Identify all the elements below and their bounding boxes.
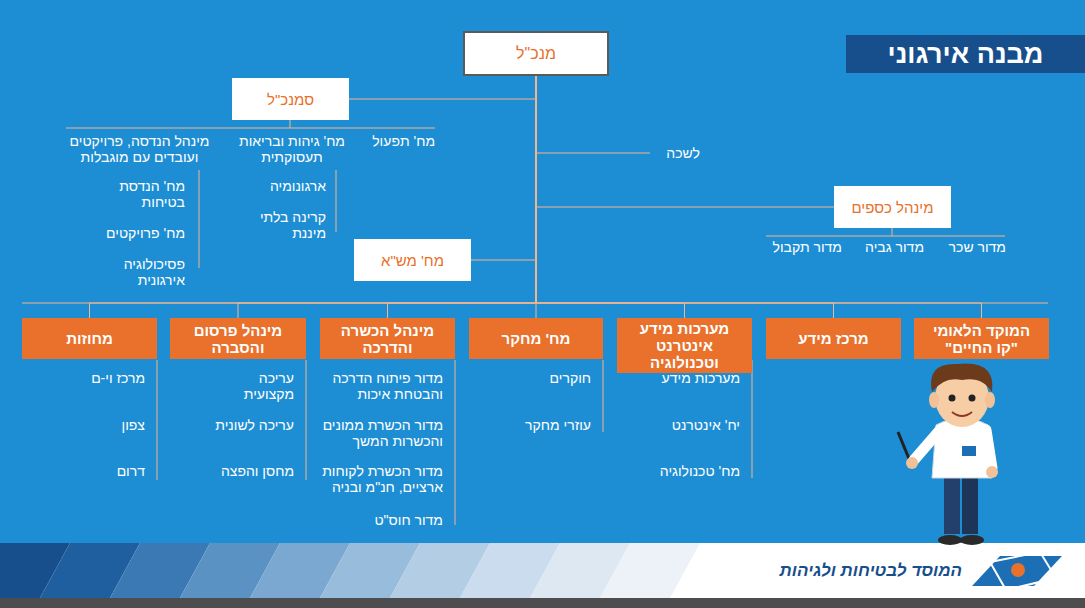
- unit-label: עוזרי מחקר: [481, 417, 591, 433]
- logo-text: המוסד לבטיחות ולגיהות: [762, 561, 962, 581]
- unit-label: חוקרים: [481, 370, 591, 386]
- department-box: מח' מחקר: [469, 318, 603, 359]
- org-connector: [90, 76, 537, 318]
- department-box: המוקד הלאומי "קו החיים": [914, 318, 1049, 359]
- box-text: המוקד הלאומי "קו החיים": [922, 322, 1041, 356]
- unit-label: ארגונומיה: [236, 178, 326, 194]
- unit-label: מדור חוס"ט: [315, 512, 443, 528]
- unit-label: מדור תקבול: [762, 239, 842, 255]
- org-connector: [536, 76, 834, 318]
- title-text: מבנה אירגוני: [888, 39, 1044, 70]
- box-text: מינהל פרסום והסברה: [178, 322, 298, 356]
- unit-label: מח' הנדסת בטיחות: [103, 178, 185, 210]
- unit-label: מח' טכנולוגיה: [620, 463, 740, 479]
- unit-label: מרכז וי-ם: [45, 370, 145, 386]
- org-connector: [349, 76, 536, 99]
- department-box: מינהל הכשרה והדרכה: [320, 318, 455, 359]
- management-box: סמנכ"ל: [232, 78, 349, 120]
- box-text: מחוזות: [66, 330, 113, 347]
- presenter-figure: [898, 364, 998, 545]
- department-box: מינהל פרסום והסברה: [170, 318, 306, 359]
- management-box: מינהל כספים: [834, 186, 951, 228]
- unit-label: יח' אינטרנט: [620, 417, 740, 433]
- unit-label: מח' תפעול: [355, 133, 435, 149]
- org-connector: [536, 76, 834, 207]
- management-box: מח' מש"א: [354, 239, 471, 281]
- box-text: סמנכ"ל: [267, 91, 314, 108]
- unit-label: מחסן והפצה: [184, 463, 294, 479]
- unit-label: מדור הכשרת לקוחות ארציים, חנ"מ ובניה: [315, 463, 443, 495]
- unit-label: מח' פרויקטים: [85, 225, 185, 241]
- unit-label: עריכה לשונית: [184, 417, 294, 433]
- org-connector: [536, 76, 982, 318]
- footer-band: [0, 543, 1085, 608]
- org-connector: [471, 76, 536, 260]
- department-box: מרכז מידע: [766, 318, 901, 359]
- org-connector: [388, 76, 537, 318]
- box-text: מח' מש"א: [381, 252, 444, 269]
- box-text: מינהל הכשרה והדרכה: [328, 322, 447, 356]
- management-box: מנכ"ל: [463, 31, 609, 76]
- logo: [972, 552, 1062, 590]
- unit-label: צפון: [45, 417, 145, 433]
- unit-label: מינהל הנדסה, פרויקטים ועובדים עם מוגבלות: [57, 133, 222, 165]
- unit-label: פסיכולוגיה אירגונית: [97, 256, 185, 288]
- unit-label: מדור הכשרת ממונים והכשרות המשך: [315, 417, 443, 449]
- department-box: מערכות מידע אינטרנט וטכנולוגיה: [617, 318, 752, 373]
- unit-label: קרינה בלתי מיננת: [246, 209, 326, 241]
- unit-label: מדור פיתוח הדרכה והבטחת איכות: [315, 370, 443, 402]
- box-text: מערכות מידע אינטרנט וטכנולוגיה: [625, 320, 744, 371]
- unit-label: מדור שכר: [936, 239, 1006, 255]
- box-text: מח' מחקר: [502, 330, 571, 347]
- unit-label: לשכה: [650, 145, 700, 161]
- title-band: מבנה אירגוני: [846, 35, 1085, 73]
- box-text: מינהל כספים: [851, 199, 933, 216]
- leader-lines: [22, 120, 1048, 525]
- unit-label: מערכות מידע: [620, 370, 740, 386]
- box-text: מרכז מידע: [798, 330, 868, 347]
- box-text: מנכ"ל: [516, 45, 556, 63]
- unit-label: מדור גביה: [854, 239, 924, 255]
- unit-label: עריכה מקצועית: [222, 370, 294, 402]
- department-box: מחוזות: [22, 318, 157, 359]
- org-connector: [536, 76, 685, 318]
- unit-label: מח' גיהות ובריאות תעסוקתית: [227, 133, 357, 165]
- unit-label: דרום: [45, 463, 145, 479]
